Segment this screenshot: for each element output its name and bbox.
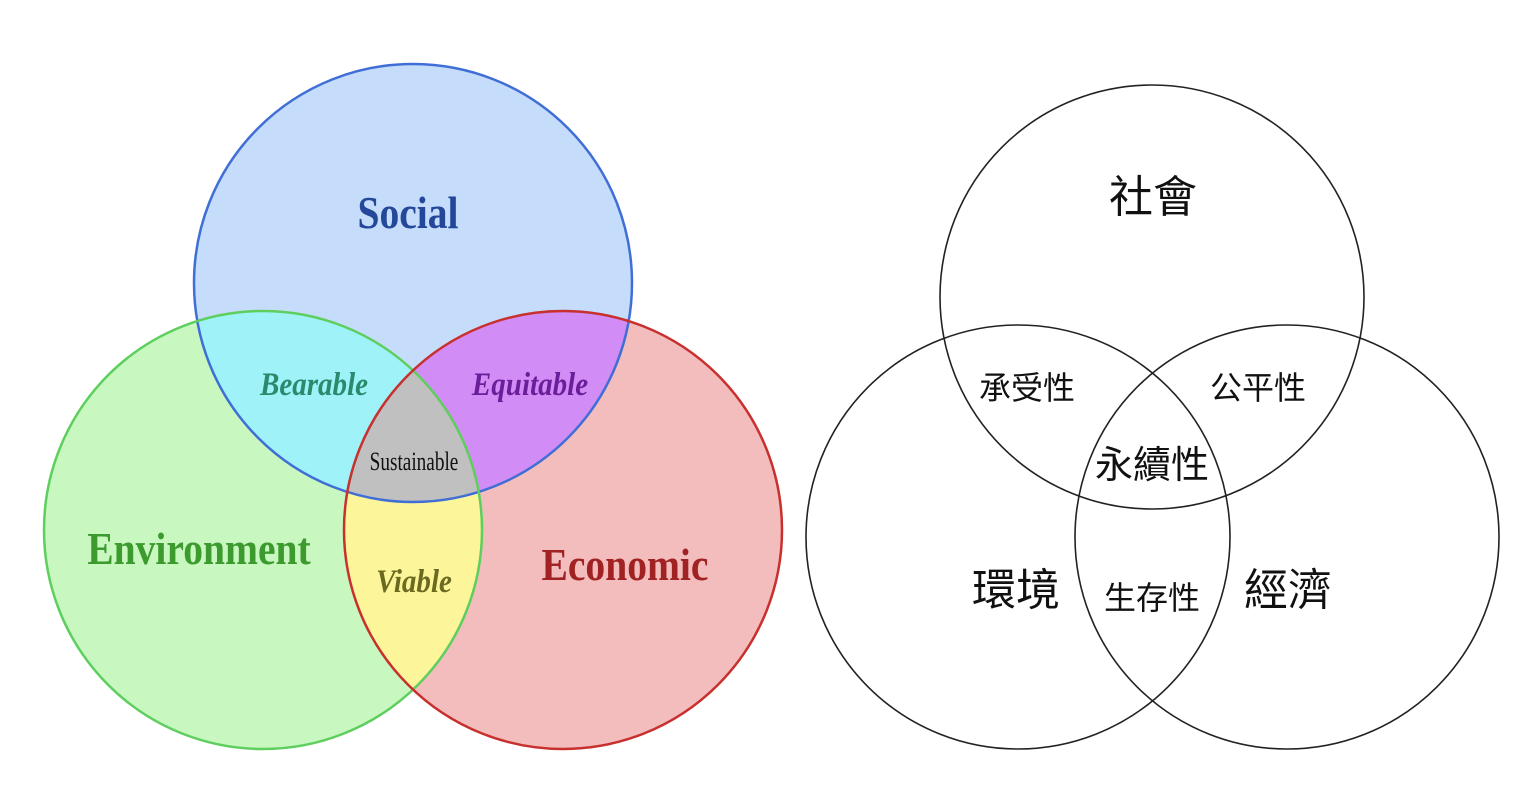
social-label: Social — [357, 188, 458, 238]
social-label-zh: 社會 — [1109, 172, 1197, 223]
bearable-label-zh: 承受性 — [979, 369, 1075, 407]
viable-label-zh: 生存性 — [1104, 579, 1200, 617]
economic-label: Economic — [542, 540, 709, 590]
environment-label-zh: 環境 — [972, 565, 1060, 616]
bearable-label: Bearable — [259, 365, 368, 402]
economic-circle-zh — [1074, 324, 1500, 750]
environment-circle-outline — [42, 309, 484, 751]
environment-label: Environment — [87, 524, 311, 574]
english-venn-diagram: Social Environment Economic Bearable Equ… — [42, 62, 784, 751]
sustainable-label-zh: 永續性 — [1095, 443, 1209, 487]
chinese-venn-diagram: 社會 環境 經濟 承受性 公平性 永續性 生存性 — [805, 84, 1500, 750]
environment-circle-zh — [805, 324, 1231, 750]
equitable-label-zh: 公平性 — [1210, 369, 1306, 407]
social-circle-outline — [192, 62, 634, 504]
sustainable-label: Sustainable — [370, 447, 459, 475]
viable-label: Viable — [376, 562, 452, 599]
social-circle-zh — [939, 84, 1365, 510]
economic-label-zh: 經濟 — [1244, 565, 1332, 616]
equitable-label: Equitable — [471, 365, 588, 402]
economic-circle-outline — [342, 309, 784, 751]
